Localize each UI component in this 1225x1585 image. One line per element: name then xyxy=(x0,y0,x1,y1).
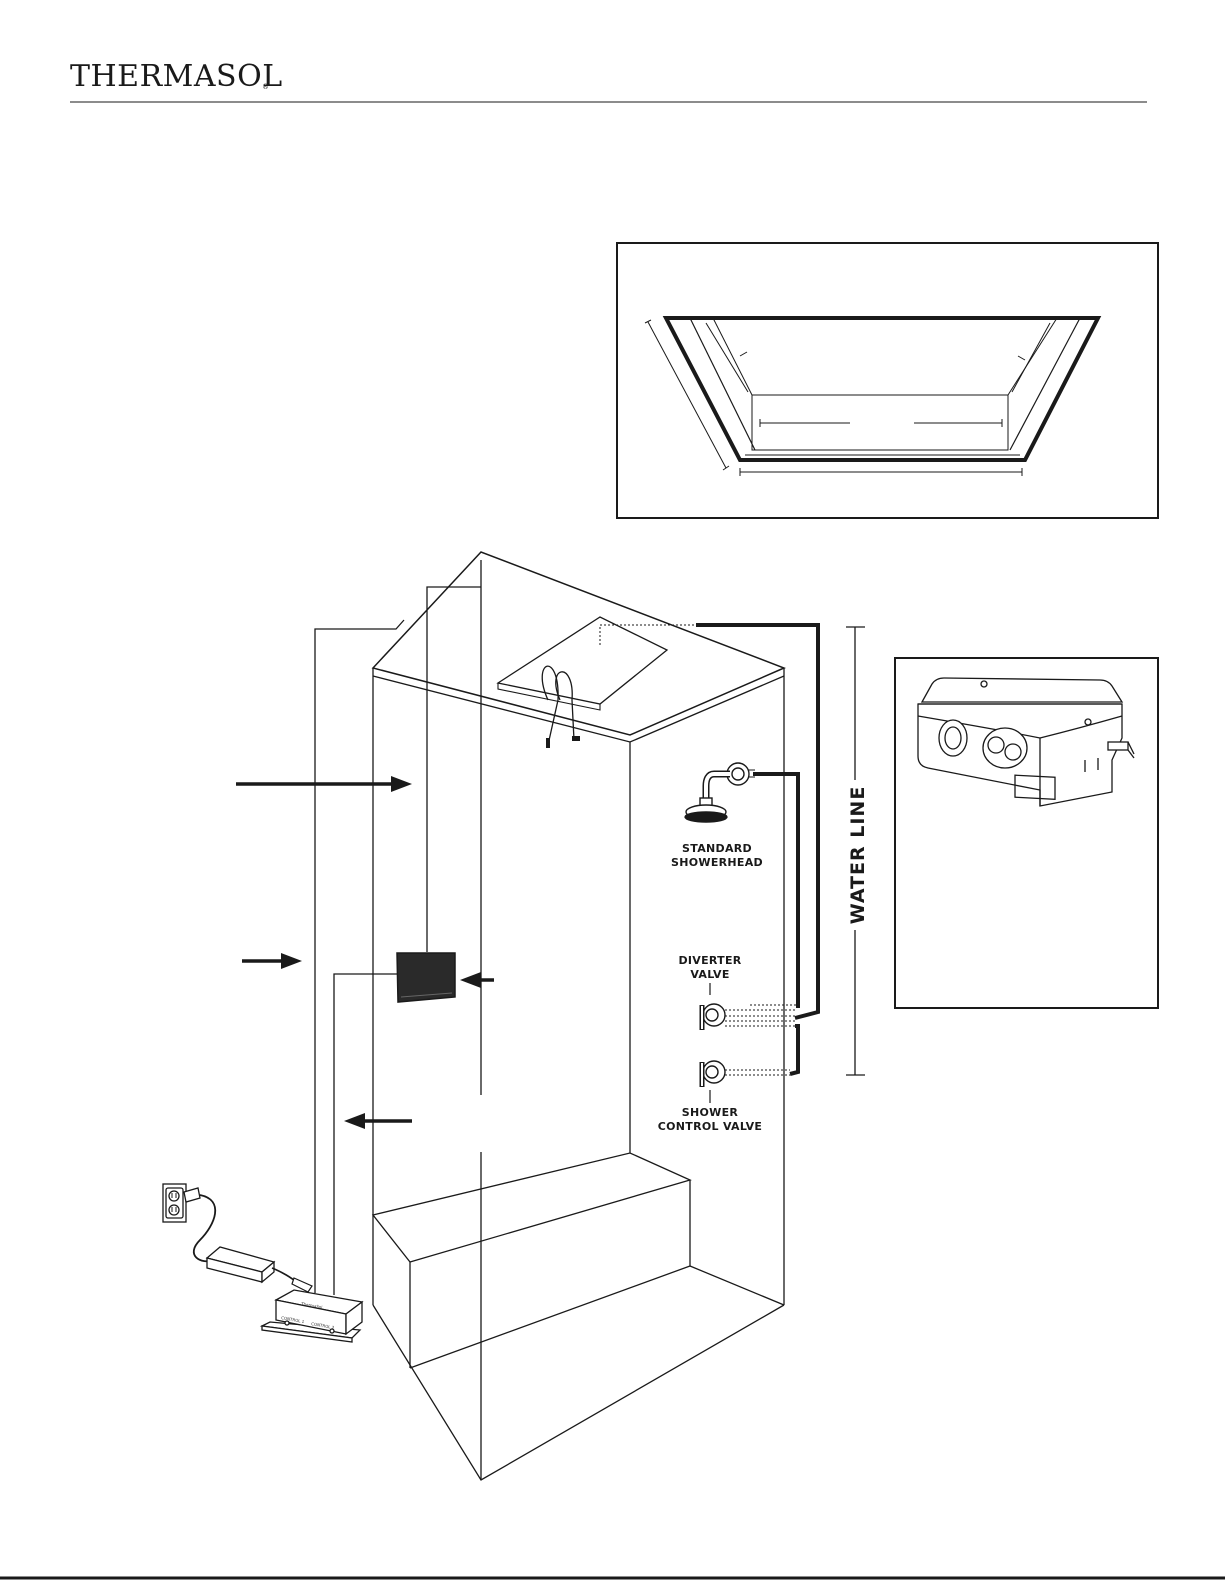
control-panel-upper-wire xyxy=(427,587,481,952)
control-valve-supply-pipe xyxy=(790,1026,798,1074)
standard-showerhead-label-line2: SHOWERHEAD xyxy=(671,856,763,869)
recess-right-back-edge xyxy=(1008,318,1057,395)
control-junction-box xyxy=(262,1290,362,1342)
ceiling-steam-head-recess xyxy=(498,617,696,748)
control-panel-screen xyxy=(397,953,455,1002)
cable-connector-1 xyxy=(546,738,550,748)
registered-mark: ® xyxy=(262,83,269,91)
control-panel-lower-wire xyxy=(334,974,398,1295)
showerhead xyxy=(685,763,749,822)
steam-head-wire xyxy=(315,620,404,1293)
brand-logo: THERMASOL xyxy=(70,59,283,94)
cable-connector-2 xyxy=(572,736,580,741)
steam-generator-illustration xyxy=(918,678,1134,806)
recess-detail-inset xyxy=(617,243,1158,518)
shower-control-valve-label-line1: SHOWER xyxy=(682,1106,739,1119)
recess-right-inner-edge xyxy=(1010,318,1080,450)
dimension-depth-inner-right xyxy=(1012,323,1050,392)
water-line-label: WATER LINE xyxy=(847,786,869,925)
power-cord-out xyxy=(272,1268,296,1282)
control-wiring xyxy=(315,587,481,1295)
dimension-depth-inner-left xyxy=(706,323,748,392)
wall-outlet xyxy=(163,1184,200,1222)
floor-edges xyxy=(373,1305,784,1480)
showerhead-supply-pipe xyxy=(753,774,798,1008)
bench-top xyxy=(373,1153,690,1262)
bench-base xyxy=(410,1266,690,1368)
dimension-depth-outer xyxy=(648,322,726,468)
recess-outer-edge xyxy=(666,318,1098,460)
diverter-valve-label-line2: VALVE xyxy=(690,968,729,981)
diverter-valve-label-line1: DIVERTER xyxy=(678,954,741,967)
shower-control-valve xyxy=(702,1061,725,1087)
header: THERMASOL ® xyxy=(70,59,1147,102)
shower-control-valve-label-line2: CONTROL VALVE xyxy=(658,1120,763,1133)
power-adapter xyxy=(207,1247,274,1282)
standard-showerhead-label-line1: STANDARD xyxy=(682,842,752,855)
recess-left-back-edge xyxy=(713,318,752,395)
power-cord-in xyxy=(194,1195,215,1261)
diverter-valve xyxy=(702,1004,725,1030)
steam-generator-inset xyxy=(895,658,1158,1008)
